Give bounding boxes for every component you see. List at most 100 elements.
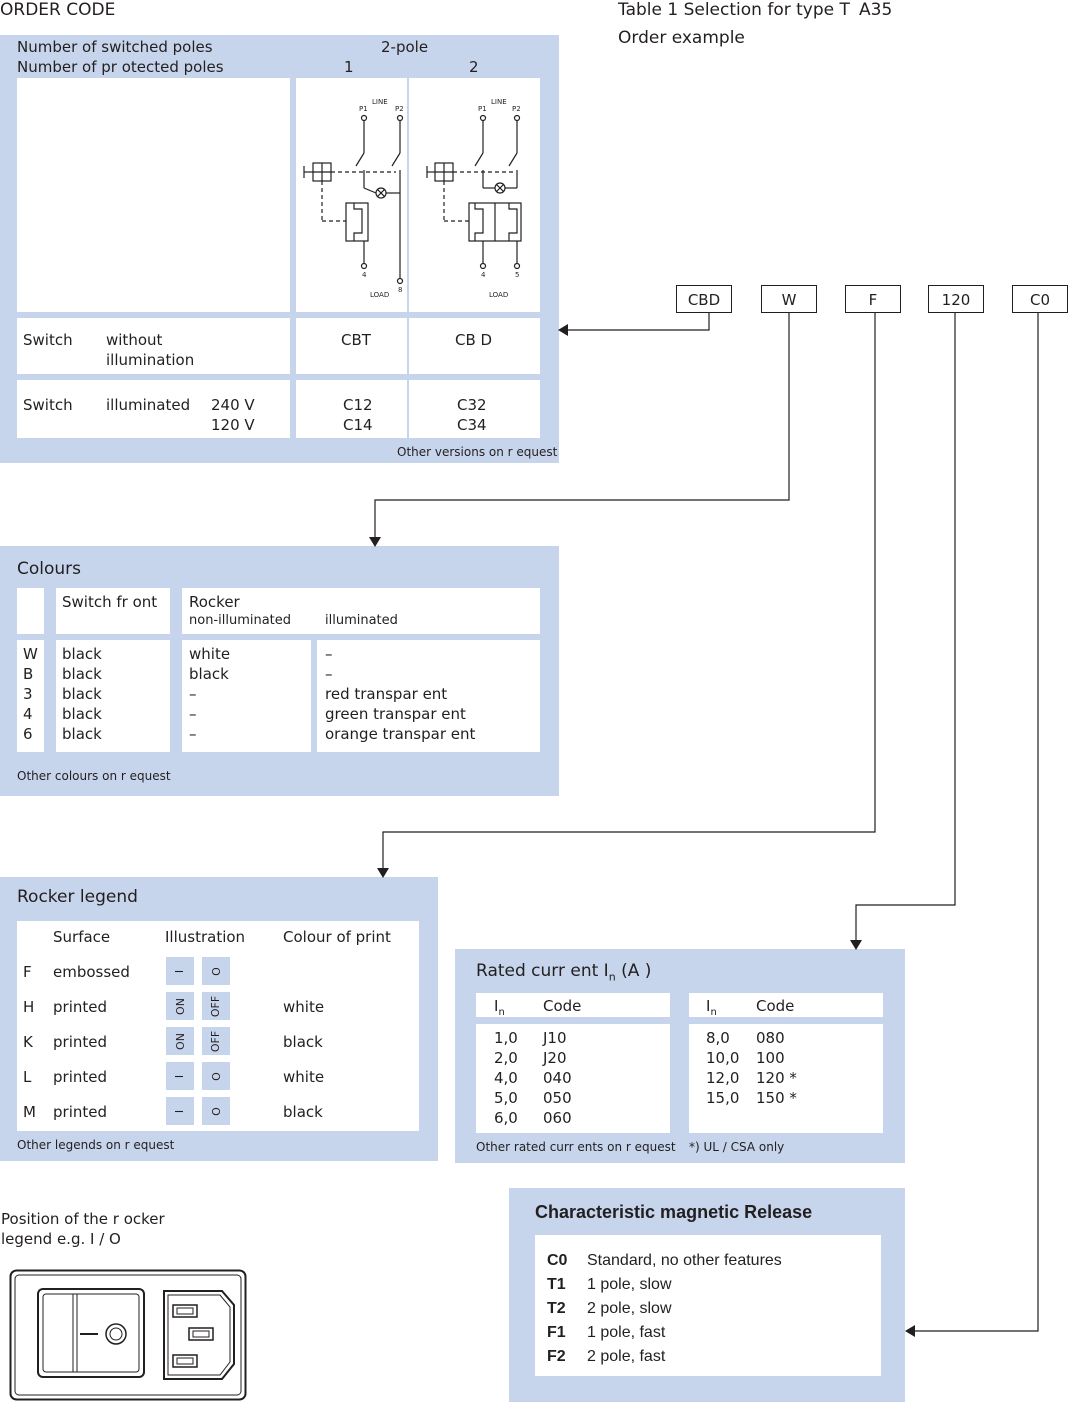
front-colours: black black black black black bbox=[62, 644, 102, 744]
rated-right-in-header: In bbox=[706, 997, 717, 1018]
legend-surface-m: printed bbox=[53, 1103, 107, 1121]
switch-no-illum-cell bbox=[17, 318, 290, 374]
rated-in-value: 10,0 bbox=[706, 1049, 740, 1067]
colour-code: W bbox=[23, 645, 38, 663]
colour-code: B bbox=[23, 665, 34, 683]
order-box-f: F bbox=[845, 285, 901, 313]
rated-code-value: 050 bbox=[543, 1089, 572, 1107]
rated-in-value: 6,0 bbox=[494, 1109, 518, 1127]
front-colour: black bbox=[62, 645, 102, 663]
rated-code-value: 150 * bbox=[756, 1089, 797, 1107]
magnetic-description: 2 pole, fast bbox=[587, 1348, 666, 1365]
protected-poles-1: 1 bbox=[344, 58, 354, 76]
legend-code-f: F bbox=[23, 963, 32, 981]
colours-code-cell bbox=[17, 640, 44, 752]
rated-code-value: 060 bbox=[543, 1109, 572, 1127]
voltage-120: 120 V bbox=[211, 416, 255, 434]
rated-code-value: J10 bbox=[543, 1029, 567, 1047]
diagram-cell-1 bbox=[296, 78, 407, 312]
nonillum-colour: – bbox=[189, 705, 197, 723]
legend-surface-f: embossed bbox=[53, 963, 130, 981]
line-label: LINE bbox=[372, 98, 388, 106]
rated-current-title: Rated curr ent In (A ) bbox=[476, 961, 651, 987]
colours-front-header-cell bbox=[56, 588, 170, 634]
illum-codes-2: C32 C34 bbox=[457, 395, 487, 435]
magnetic-description: 1 pole, fast bbox=[587, 1324, 666, 1341]
rated-in-value: 4,0 bbox=[494, 1069, 518, 1087]
voltage-list: 240 V 120 V bbox=[211, 395, 255, 435]
p2-label-2: P2 bbox=[512, 105, 521, 113]
rated-code-value: 040 bbox=[543, 1069, 572, 1087]
order-box-120: 120 bbox=[928, 285, 984, 313]
legend-code-m: M bbox=[23, 1103, 36, 1121]
magnetic-code: T1 bbox=[547, 1276, 566, 1293]
other-rated-note: Other rated curr ents on r equest bbox=[476, 1140, 676, 1154]
illum-colours: – – red transpar ent green transpar ent … bbox=[325, 644, 475, 744]
legend-colour-h: white bbox=[283, 998, 325, 1016]
p1-label: P1 bbox=[359, 105, 368, 113]
legend-f-on-text: I bbox=[173, 969, 187, 973]
code-c32: C32 bbox=[457, 396, 487, 414]
position-text-line1: Position of the r ocker bbox=[1, 1210, 165, 1228]
non-illuminated-header: non-illuminated bbox=[189, 613, 292, 628]
switch-label-2: Switch bbox=[23, 396, 73, 414]
rated-in-value: 2,0 bbox=[494, 1049, 518, 1067]
front-colour: black bbox=[62, 685, 102, 703]
other-versions-note: Other versions on r equest bbox=[397, 445, 558, 459]
rated-left-body bbox=[476, 1024, 670, 1133]
rated-code-value: 100 bbox=[756, 1049, 785, 1067]
legend-surface-l: printed bbox=[53, 1068, 107, 1086]
without-label: without bbox=[106, 331, 163, 349]
legend-f-off-icon: O bbox=[202, 957, 230, 985]
colours-nonillum-cell bbox=[182, 640, 311, 752]
front-colour: black bbox=[62, 725, 102, 743]
legend-code-h: H bbox=[23, 998, 35, 1016]
legend-surface-h: printed bbox=[53, 998, 107, 1016]
switched-poles-label: Number of switched poles bbox=[17, 38, 213, 56]
rated-in-value: 8,0 bbox=[706, 1029, 730, 1047]
rated-left-header-cell bbox=[476, 993, 670, 1017]
protected-poles-label: Number of pr otected poles bbox=[17, 58, 224, 76]
other-colours-note: Other colours on r equest bbox=[17, 769, 171, 783]
rated-right-code-values: 080 100 120 * 150 * bbox=[756, 1028, 797, 1108]
rated-left-in-header: In bbox=[494, 997, 505, 1018]
rated-code-value: 120 * bbox=[756, 1069, 797, 1087]
rated-in-value: 5,0 bbox=[494, 1089, 518, 1107]
illum-codes-1: C12 C14 bbox=[343, 395, 373, 435]
surface-header: Surface bbox=[53, 928, 111, 946]
rated-in-value: 12,0 bbox=[706, 1069, 740, 1087]
colour-print-header: Colour of print bbox=[283, 928, 391, 946]
p1-label-2: P1 bbox=[478, 105, 487, 113]
order-example-label: Order example bbox=[618, 28, 745, 48]
rated-right-code-header: Code bbox=[756, 997, 795, 1015]
legend-h-off-text: OFF bbox=[209, 995, 223, 1017]
magnetic-descriptions: Standard, no other features 1 pole, slow… bbox=[587, 1249, 782, 1369]
legend-k-on-icon: ON bbox=[166, 1027, 194, 1055]
illum-colour: green transpar ent bbox=[325, 705, 466, 723]
rated-left-code-header: Code bbox=[543, 997, 582, 1015]
order-box-w: W bbox=[761, 285, 817, 313]
legend-h-on-text: ON bbox=[173, 997, 187, 1015]
rated-code-value: 080 bbox=[756, 1029, 785, 1047]
illum-colour: – bbox=[325, 665, 333, 683]
ul-csa-note: *) UL / CSA only bbox=[689, 1140, 785, 1154]
legend-l-on-text: I bbox=[173, 1074, 187, 1078]
legend-m-off-text: O bbox=[209, 1106, 223, 1116]
illustration-header: Illustration bbox=[165, 928, 246, 946]
legend-colour-k: black bbox=[283, 1033, 323, 1051]
legend-l-off-icon: O bbox=[202, 1062, 230, 1090]
illumination-label: illumination bbox=[106, 351, 195, 369]
code-cbd: CB D bbox=[455, 331, 493, 349]
rated-right-body bbox=[689, 1024, 883, 1133]
magnetic-codes: C0 T1 T2 F1 F2 bbox=[547, 1249, 567, 1369]
legend-m-off-icon: O bbox=[202, 1097, 230, 1125]
rated-title-sub: n bbox=[608, 970, 616, 984]
front-colour: black bbox=[62, 705, 102, 723]
rated-title-prefix: Rated curr ent I bbox=[476, 961, 609, 981]
magnetic-description: Standard, no other features bbox=[587, 1252, 782, 1269]
load-label: LOAD bbox=[370, 291, 389, 299]
p2-label: P2 bbox=[395, 105, 404, 113]
nonillum-colour: – bbox=[189, 685, 197, 703]
terminal-5-label: 5 bbox=[515, 271, 519, 279]
power-entry-module-icon bbox=[9, 1269, 247, 1401]
